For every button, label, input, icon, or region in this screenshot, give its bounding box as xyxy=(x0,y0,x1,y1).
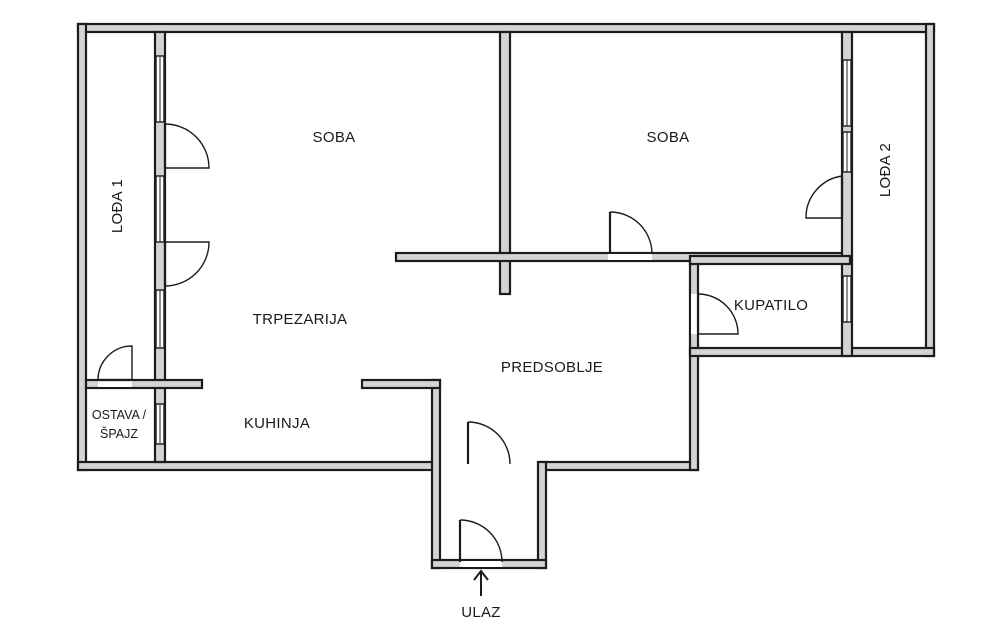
door-loda1-upper xyxy=(163,123,210,169)
label-trpezarija: TRPEZARIJA xyxy=(253,311,348,328)
doors xyxy=(97,123,844,563)
label-ostava-line1: OSTAVA / xyxy=(92,408,147,422)
label-soba-left: SOBA xyxy=(313,129,356,146)
label-loda-1: LOĐA 1 xyxy=(109,179,126,233)
label-loda-2: LOĐA 2 xyxy=(877,143,894,197)
label-predsoblje: PREDSOBLJE xyxy=(501,359,603,376)
door-kupatilo xyxy=(696,293,739,335)
label-kupatilo: KUPATILO xyxy=(734,297,808,314)
label-kuhinja: KUHINJA xyxy=(244,415,310,432)
entrance-marker: ULAZ xyxy=(461,569,501,621)
label-ulaz: ULAZ xyxy=(461,604,501,621)
door-loda1-lower xyxy=(163,241,210,287)
entrance-arrowhead-icon xyxy=(473,569,489,581)
door-entrance-inner xyxy=(466,421,511,465)
label-ostava-line2: ŠPAJZ xyxy=(100,426,138,441)
room-labels: SOBA SOBA LOĐA 1 LOĐA 2 TRPEZARIJA KUHIN… xyxy=(92,129,894,441)
door-loda2 xyxy=(805,175,844,219)
door-entrance-outer xyxy=(458,519,503,563)
door-soba-right xyxy=(608,211,653,255)
door-ostava xyxy=(97,345,133,382)
windows xyxy=(155,55,852,445)
outer-walls xyxy=(76,22,936,570)
label-soba-right: SOBA xyxy=(647,129,690,146)
